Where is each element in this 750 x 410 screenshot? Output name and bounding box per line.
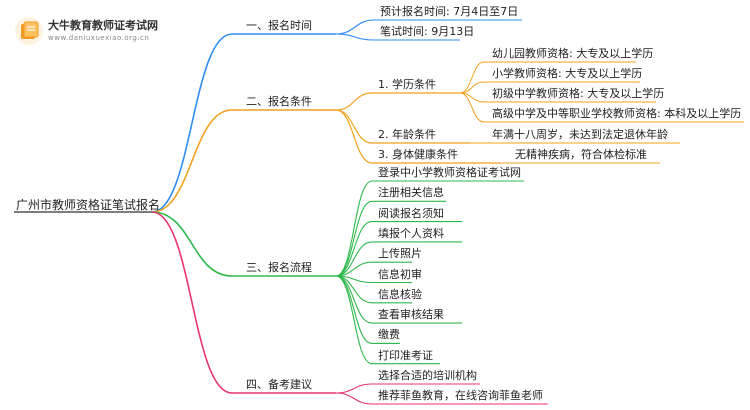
leaf-connector (335, 33, 375, 41)
process-step-label: 阅读报名须知 (378, 206, 444, 220)
leaf-label: 小学教师资格: 大专及以上学历 (492, 67, 643, 80)
process-step-label: 打印准考证 (378, 348, 433, 362)
leaf-label: 初级中学教师资格: 大专及以上学历 (492, 87, 665, 100)
leaf-label: 高级中学及中等职业学校教师资格: 本科及以上学历 (492, 107, 742, 120)
leaf-connector (335, 275, 373, 344)
sub-connector (335, 109, 373, 164)
site-logo: 大牛教育教师证考试网 www.daniuxuexiao.org.cn (14, 14, 158, 50)
branch-connector (151, 33, 233, 213)
leaf-label: 年满十八周岁，未达到法定退休年龄 (492, 128, 668, 141)
process-step-label: 缴费 (378, 328, 400, 342)
leaf-connector (335, 261, 373, 277)
section-label: 二、报名条件 (246, 95, 312, 108)
leaf-label: 幼儿园教师资格: 大专及以上学历 (492, 47, 654, 60)
leaf-label: 推荐菲鱼教育，在线咨询菲鱼老师 (378, 389, 543, 402)
leaf-label: 选择合适的培训机构 (378, 369, 477, 382)
leaf-connector (459, 81, 485, 94)
sub-label: 3. 身体健康条件 (378, 148, 458, 161)
process-step-label: 查看审核结果 (378, 308, 444, 322)
leaf-connector (335, 200, 373, 277)
section-label: 一、报名时间 (246, 19, 312, 32)
branch-connector (151, 109, 233, 213)
sub-connector (335, 92, 373, 111)
leaf-connector (335, 275, 373, 365)
sub-label: 1. 学历条件 (378, 78, 436, 91)
process-step-label: 信息核验 (378, 287, 422, 301)
section-label: 四、备考建议 (246, 378, 312, 391)
leaf-connector (335, 383, 373, 394)
leaf-connector (335, 241, 373, 277)
branch-connector (151, 211, 233, 394)
leaf-label: 笔试时间: 9月13日 (380, 25, 475, 38)
leaf-label: 预计报名时间: 7月4日至7日 (380, 5, 519, 18)
leaf-connector (459, 92, 485, 123)
leaf-connector (335, 180, 373, 277)
book-logo-icon (15, 17, 43, 45)
leaf-connector (335, 19, 375, 35)
process-step-label: 登录中小学教师资格证考试网 (378, 166, 521, 179)
mindmap-root: 广州市教师资格证笔试报名 (16, 198, 161, 212)
section-label: 三、报名流程 (246, 261, 312, 274)
leaf-label: 无精神疾病，符合体检标准 (515, 148, 647, 161)
branch-connector (151, 211, 233, 277)
process-step-label: 上传照片 (378, 247, 422, 261)
sub-label: 2. 年龄条件 (378, 128, 436, 141)
process-step-label: 填报个人资料 (378, 226, 444, 240)
leaf-connector (459, 61, 485, 94)
process-step-label: 注册相关信息 (378, 186, 444, 200)
logo-title: 大牛教育教师证考试网 (48, 19, 158, 32)
leaf-connector (335, 275, 373, 324)
process-step-label: 信息初审 (378, 267, 422, 281)
logo-url: www.daniuxuexiao.org.cn (48, 34, 150, 42)
leaf-connector (335, 392, 373, 405)
